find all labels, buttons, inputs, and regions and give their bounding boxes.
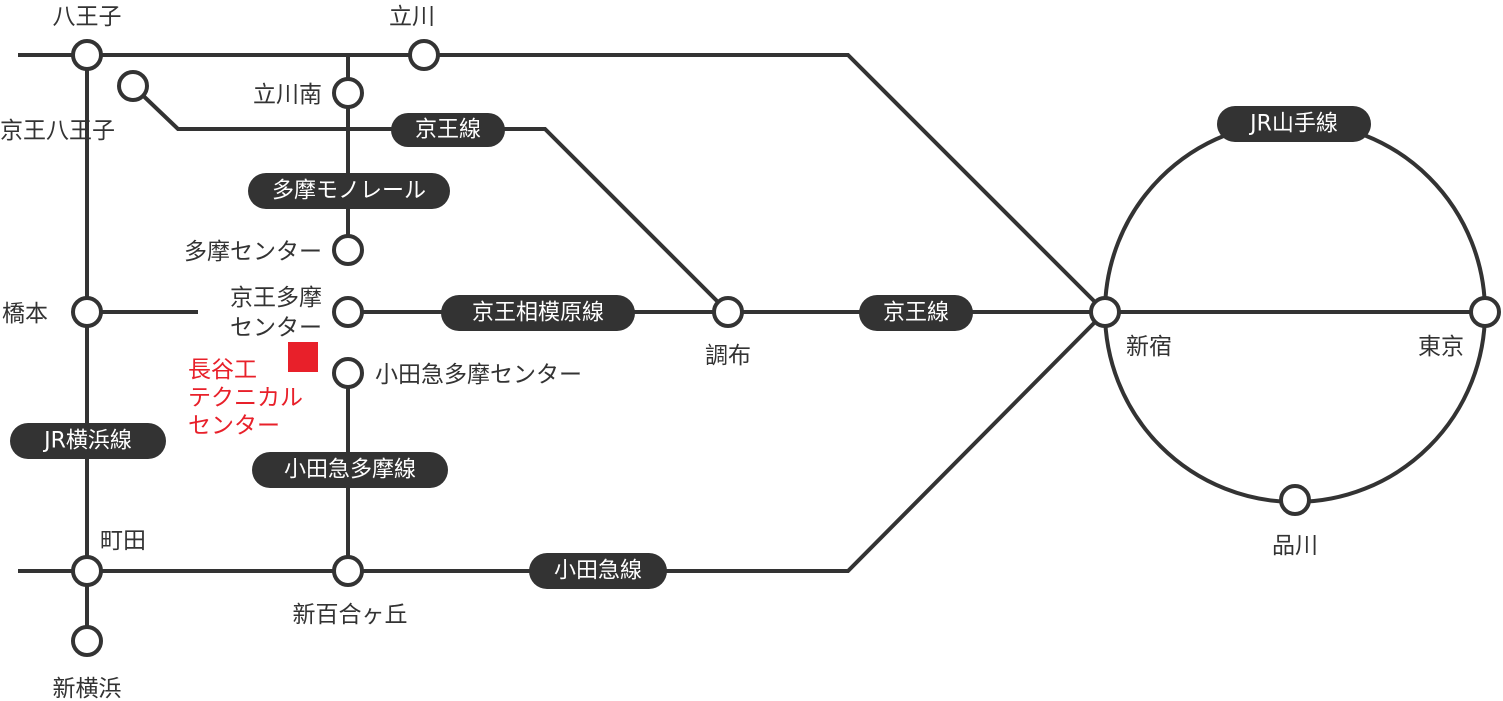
track-lines: [18, 53, 1487, 641]
station-label-shin-yurigaoka: 新百合ヶ丘: [293, 602, 408, 628]
svg-text:京王線: 京王線: [883, 301, 949, 326]
station-tachikawa-minami-marker[interactable]: [332, 77, 364, 109]
station-label-tachikawa-minami: 立川南: [253, 82, 322, 108]
line-label-yokohama: JR横浜線: [10, 423, 166, 459]
line-label-keio-lower: 京王線: [859, 295, 973, 331]
station-label-keio-tama-center-2: センター: [230, 315, 322, 341]
line-label-keio-upper: 京王線: [391, 113, 505, 147]
station-label-tachikawa: 立川: [389, 4, 435, 30]
station-hachioji-marker[interactable]: [71, 39, 103, 71]
station-keio-hachioji-marker[interactable]: [117, 70, 149, 102]
svg-text:小田急多摩線: 小田急多摩線: [284, 458, 416, 483]
station-chofu-marker[interactable]: [712, 296, 744, 328]
station-tokyo-marker[interactable]: [1469, 296, 1501, 328]
station-label-chofu: 調布: [705, 343, 751, 369]
station-keio-tama-center-marker[interactable]: [332, 296, 364, 328]
station-odakyu-tama-center-marker[interactable]: [332, 357, 364, 389]
svg-text:JR山手線: JR山手線: [1248, 112, 1338, 137]
line-label-tama-monorail: 多摩モノレール: [248, 173, 450, 209]
line-label-odakyu: 小田急線: [529, 553, 667, 589]
station-hashimoto-marker[interactable]: [71, 296, 103, 328]
station-shin-yurigaoka-marker[interactable]: [332, 555, 364, 587]
jr-chuo-line-track: [18, 53, 1107, 314]
station-label-keio-tama-center-1: 京王多摩: [230, 285, 322, 311]
odakyu-line-track: [18, 310, 1107, 573]
station-label-tama-center: 多摩センター: [184, 239, 322, 265]
station-label-odakyu-tama-center: 小田急多摩センター: [375, 362, 582, 388]
svg-text:JR横浜線: JR横浜線: [42, 429, 132, 454]
station-label-hashimoto: 橋本: [2, 301, 48, 327]
line-label-odakyu-tama: 小田急多摩線: [252, 452, 448, 488]
svg-text:京王線: 京王線: [415, 118, 481, 143]
station-label-hachioji: 八王子: [53, 4, 122, 30]
station-label-keio-hachioji: 京王八王子: [0, 118, 115, 144]
station-label-tokyo: 東京: [1418, 334, 1464, 360]
landmark-label-line3: センター: [188, 413, 280, 439]
landmark-label-line2: テクニカル: [188, 385, 303, 411]
svg-text:京王相模原線: 京王相模原線: [472, 301, 604, 326]
station-tama-center-marker[interactable]: [332, 234, 364, 266]
station-machida-marker[interactable]: [71, 555, 103, 587]
svg-text:多摩モノレール: 多摩モノレール: [272, 179, 426, 204]
station-label-machida: 町田: [100, 528, 146, 554]
landmark-label-line1: 長谷工: [188, 357, 257, 383]
line-label-yamanote: JR山手線: [1217, 106, 1371, 142]
station-shinjuku-marker[interactable]: [1089, 296, 1121, 328]
station-tachikawa-marker[interactable]: [408, 39, 440, 71]
station-shinagawa-marker[interactable]: [1279, 484, 1311, 516]
keio-line-track-upper: [131, 84, 730, 314]
station-label-shinjuku: 新宿: [1126, 334, 1172, 360]
line-label-keio-sagamihara: 京王相模原線: [441, 295, 635, 331]
landmark-marker-square: [288, 342, 318, 372]
station-label-shin-yokohama: 新横浜: [53, 676, 122, 701]
station-label-shinagawa: 品川: [1272, 533, 1318, 559]
station-shin-yokohama-marker[interactable]: [71, 625, 103, 657]
svg-text:小田急線: 小田急線: [554, 559, 642, 584]
